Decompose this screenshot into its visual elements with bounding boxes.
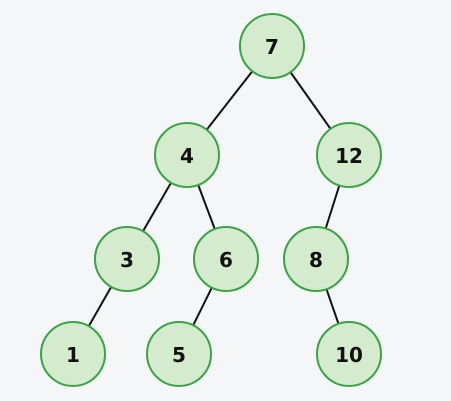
node-label: 5 — [172, 343, 186, 367]
node-circle — [193, 226, 259, 292]
node-circle — [146, 321, 212, 387]
tree-node-12: 12 — [316, 122, 382, 188]
node-label: 12 — [335, 144, 363, 168]
node-circle — [40, 321, 106, 387]
tree-node-1: 1 — [40, 321, 106, 387]
node-circle — [154, 122, 220, 188]
tree-node-8: 8 — [283, 226, 349, 292]
node-circle — [239, 13, 305, 79]
edge-n12-n8 — [324, 185, 341, 229]
nodes-layer: 7 4 12 3 6 8 1 5 10 — [40, 13, 382, 387]
node-label: 7 — [265, 35, 279, 59]
edge-n7-n12 — [289, 71, 332, 130]
tree-node-4: 4 — [154, 122, 220, 188]
edge-n7-n4 — [205, 70, 254, 131]
tree-node-5: 5 — [146, 321, 212, 387]
node-label: 8 — [309, 248, 323, 272]
tree-node-3: 3 — [94, 226, 160, 292]
edge-n4-n3 — [142, 182, 172, 232]
edge-n4-n6 — [197, 184, 216, 230]
node-label: 1 — [66, 343, 80, 367]
edge-n8-n10 — [325, 288, 340, 325]
tree-node-6: 6 — [193, 226, 259, 292]
tree-node-7: 7 — [239, 13, 305, 79]
tree-node-10: 10 — [316, 321, 382, 387]
node-circle — [316, 122, 382, 188]
node-label: 4 — [180, 144, 194, 168]
edge-n6-n5 — [192, 287, 213, 326]
edges-layer — [87, 70, 341, 327]
node-circle — [316, 321, 382, 387]
node-circle — [94, 226, 160, 292]
node-circle — [283, 226, 349, 292]
node-label: 10 — [335, 343, 363, 367]
edge-n3-n1 — [87, 286, 113, 327]
node-label: 6 — [219, 248, 233, 272]
node-label: 3 — [120, 248, 134, 272]
